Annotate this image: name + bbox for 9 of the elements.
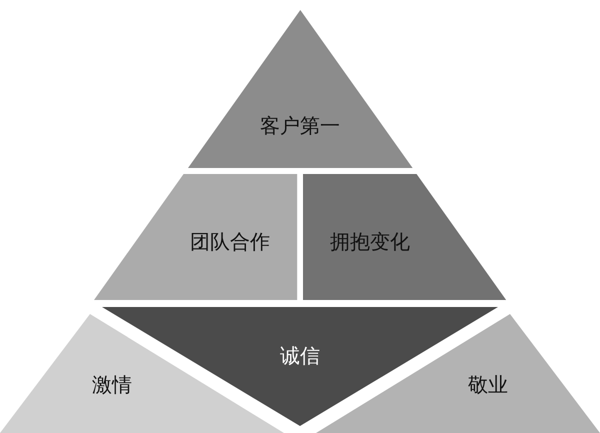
node-label: 客户第一 xyxy=(260,112,340,140)
pyramid-top-triangle xyxy=(188,10,412,168)
trapezoid-block xyxy=(94,174,297,300)
node-label: 敬业 xyxy=(468,372,508,398)
node-label: 激情 xyxy=(92,372,132,398)
trapezoid-block xyxy=(303,174,506,300)
node-label: 拥抱变化 xyxy=(330,228,410,256)
node-label: 诚信 xyxy=(280,342,320,370)
node-label: 团队合作 xyxy=(190,228,270,256)
